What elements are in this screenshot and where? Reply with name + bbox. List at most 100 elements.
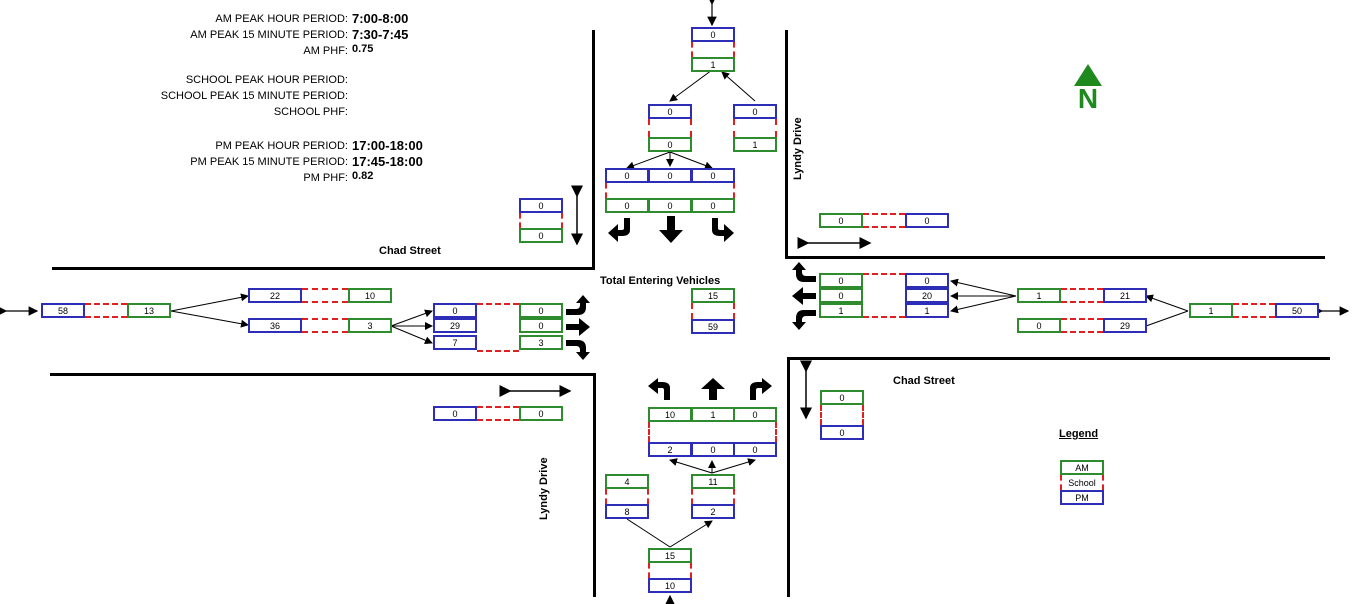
am-peak-15-label: AM PEAK 15 MINUTE PERIOD: [190,29,348,41]
school-gap [733,119,777,137]
south-through-arrow-icon [701,378,725,400]
school-gap [1233,303,1275,318]
road-west-south-edge [50,373,595,376]
legend-title: Legend [1059,428,1099,440]
east-far-pm-box: 50 [1275,303,1319,318]
center-pm-box: 59 [691,319,735,334]
school-gap [302,288,348,303]
school-gap [691,42,735,57]
north-ped-pm-box: 0 [519,198,563,213]
street-label-chad-east: Chad Street [893,375,955,387]
north-right-am-box: 1 [733,137,777,152]
pm-phf-value: 0.82 [352,170,374,182]
school-gap [605,489,649,504]
west-right-turn-arrow-icon [566,340,590,360]
west-lower-am-box: 3 [348,318,392,333]
legend-am-box: AM [1060,460,1104,475]
north-turn-pm-box: 0 [605,168,649,183]
school-gap [648,119,692,137]
east-through-arrow-icon [792,287,816,305]
south-left-turn-arrow-icon [648,378,670,400]
south-turn-pm-box: 0 [691,442,735,457]
west-lower-pm-box: 36 [248,318,302,333]
north-right-pm-box: 0 [733,104,777,119]
south-bottom-am-box: 15 [648,548,692,563]
am-phf-value: 0.75 [352,43,374,55]
road-west-north-edge [52,267,595,270]
school-peak-15-label: SCHOOL PEAK 15 MINUTE PERIOD: [160,90,348,102]
am-peak-hour-label: AM PEAK HOUR PERIOD: [215,13,348,25]
east-left-turn-arrow-icon [792,262,816,282]
pm-phf-label: PM PHF: [303,172,348,184]
north-through-arrow-icon [659,216,683,243]
pm-peak-hour-label: PM PEAK HOUR PERIOD: [215,140,348,152]
east-right-turn-arrow-icon [792,310,816,330]
north-ped-am-box: 0 [519,228,563,243]
south-turn-am-box: 10 [648,407,692,422]
road-east-south-edge [787,357,1330,360]
north-turn-am-box: 0 [605,198,649,213]
pm-peak-hour-value: 17:00-18:00 [352,138,423,153]
road-north-east-edge [785,30,788,258]
school-phf-label: SCHOOL PHF: [273,106,348,118]
am-peak-15-value: 7:30-7:45 [352,27,409,42]
pm-peak-15-value: 17:45-18:00 [352,154,423,169]
west-ped-am-box: 0 [519,406,563,421]
school-gap [605,183,735,198]
west-ped-pm-box: 0 [433,406,477,421]
west-upper-am-box: 10 [348,288,392,303]
south-turn-pm-box: 2 [648,442,692,457]
south-right-am-box: 11 [691,474,735,489]
road-north-west-edge [592,30,595,270]
school-gap [648,563,692,578]
south-right-turn-arrow-icon [750,378,772,400]
east-low-pm-box: 29 [1103,318,1147,333]
school-gap [863,273,905,318]
north-turn-am-box: 0 [648,198,692,213]
west-turn-pm-box: 29 [433,318,477,333]
east-turn-pm-box: 0 [905,273,949,288]
south-ped-pm-box: 0 [820,425,864,440]
west-turn-am-box: 0 [519,303,563,318]
school-gap [820,405,864,425]
west-turn-am-box: 3 [519,335,563,350]
pm-peak-15-label: PM PEAK 15 MINUTE PERIOD: [190,156,348,168]
east-mid-pm-box: 21 [1103,288,1147,303]
road-east-north-edge [785,256,1325,259]
north-top-am-box: 1 [691,57,735,72]
north-top-pm-box: 0 [691,27,735,42]
east-turn-pm-box: 20 [905,288,949,303]
south-bottom-pm-box: 10 [648,578,692,593]
north-arrow-icon [1074,64,1102,86]
west-left-turn-arrow-icon [566,295,590,315]
school-gap [477,303,519,352]
north-left-am-box: 0 [648,137,692,152]
road-south-east-edge [787,357,790,597]
school-gap [691,303,735,319]
school-gap [302,318,348,333]
total-entering-vehicles-title: Total Entering Vehicles [600,275,721,287]
west-through-arrow-icon [566,318,590,336]
road-south-west-edge [593,373,596,597]
east-turn-pm-box: 1 [905,303,949,318]
am-phf-label: AM PHF: [303,45,348,57]
center-am-box: 15 [691,288,735,303]
school-gap [85,303,127,318]
legend-school-gap [1060,475,1104,490]
east-far-am-box: 1 [1189,303,1233,318]
west-turn-pm-box: 7 [433,335,477,350]
east-low-am-box: 0 [1017,318,1061,333]
south-turn-am-box: 1 [691,407,735,422]
east-turn-am-box: 1 [819,303,863,318]
north-turn-am-box: 0 [691,198,735,213]
south-left-am-box: 4 [605,474,649,489]
west-upper-pm-box: 22 [248,288,302,303]
west-far-pm-box: 58 [41,303,85,318]
north-right-turn-arrow-icon [712,218,734,242]
east-turn-am-box: 0 [819,273,863,288]
north-arrow-letter: N [1077,83,1099,114]
legend-pm-box: PM [1060,490,1104,505]
north-left-turn-arrow-icon [608,218,630,242]
school-gap [863,213,905,228]
